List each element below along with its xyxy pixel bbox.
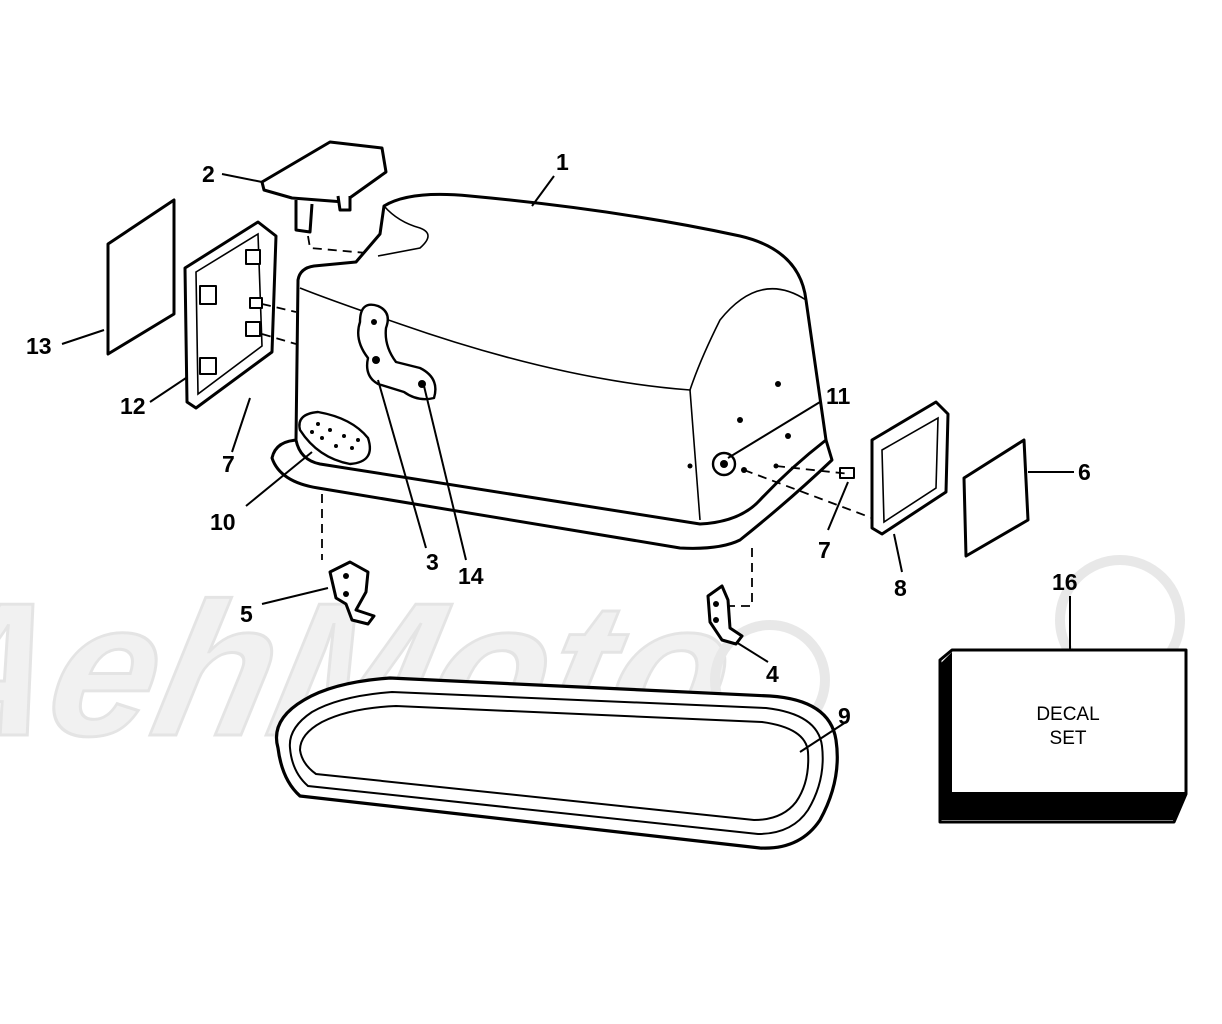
part-12-side-cover (183, 220, 278, 410)
callout-7-left: 7 (222, 451, 235, 477)
callout-9: 9 (838, 703, 851, 729)
callout-14: 14 (458, 563, 484, 589)
callout-7-right: 7 (818, 537, 831, 563)
part-8-side-cover-right (870, 400, 950, 536)
callout-12: 12 (120, 393, 146, 419)
callout-11: 11 (826, 383, 851, 409)
callout-8: 8 (894, 575, 907, 601)
part-16-decal-set-box: DECAL SET (938, 648, 1188, 824)
callout-1: 1 (556, 149, 569, 175)
callout-4: 4 (766, 661, 779, 687)
part-5-bracket (328, 560, 376, 626)
callout-13: 13 (26, 333, 52, 359)
part-4-bracket (706, 584, 744, 646)
part-9-seal-gasket (275, 676, 839, 850)
decal-box-line2: SET (1050, 728, 1087, 749)
callout-10: 10 (210, 509, 236, 535)
callout-16: 16 (1052, 569, 1078, 595)
callout-3: 3 (426, 549, 439, 575)
svg-text:AehMoto: AehMoto (0, 563, 753, 776)
part-6-decal-panel (962, 438, 1030, 558)
callout-5: 5 (240, 601, 253, 627)
part-7-screw-left (249, 297, 263, 309)
watermark-logo: AehMoto (0, 555, 1185, 777)
decal-box-line1: DECAL (1036, 704, 1099, 725)
part-2-top-cap (260, 140, 388, 234)
callout-6: 6 (1078, 459, 1091, 485)
part-1-engine-cowl (270, 192, 834, 550)
part-13-decal-panel (106, 198, 176, 356)
callout-2: 2 (202, 161, 215, 187)
leader-lines (61, 173, 1074, 753)
